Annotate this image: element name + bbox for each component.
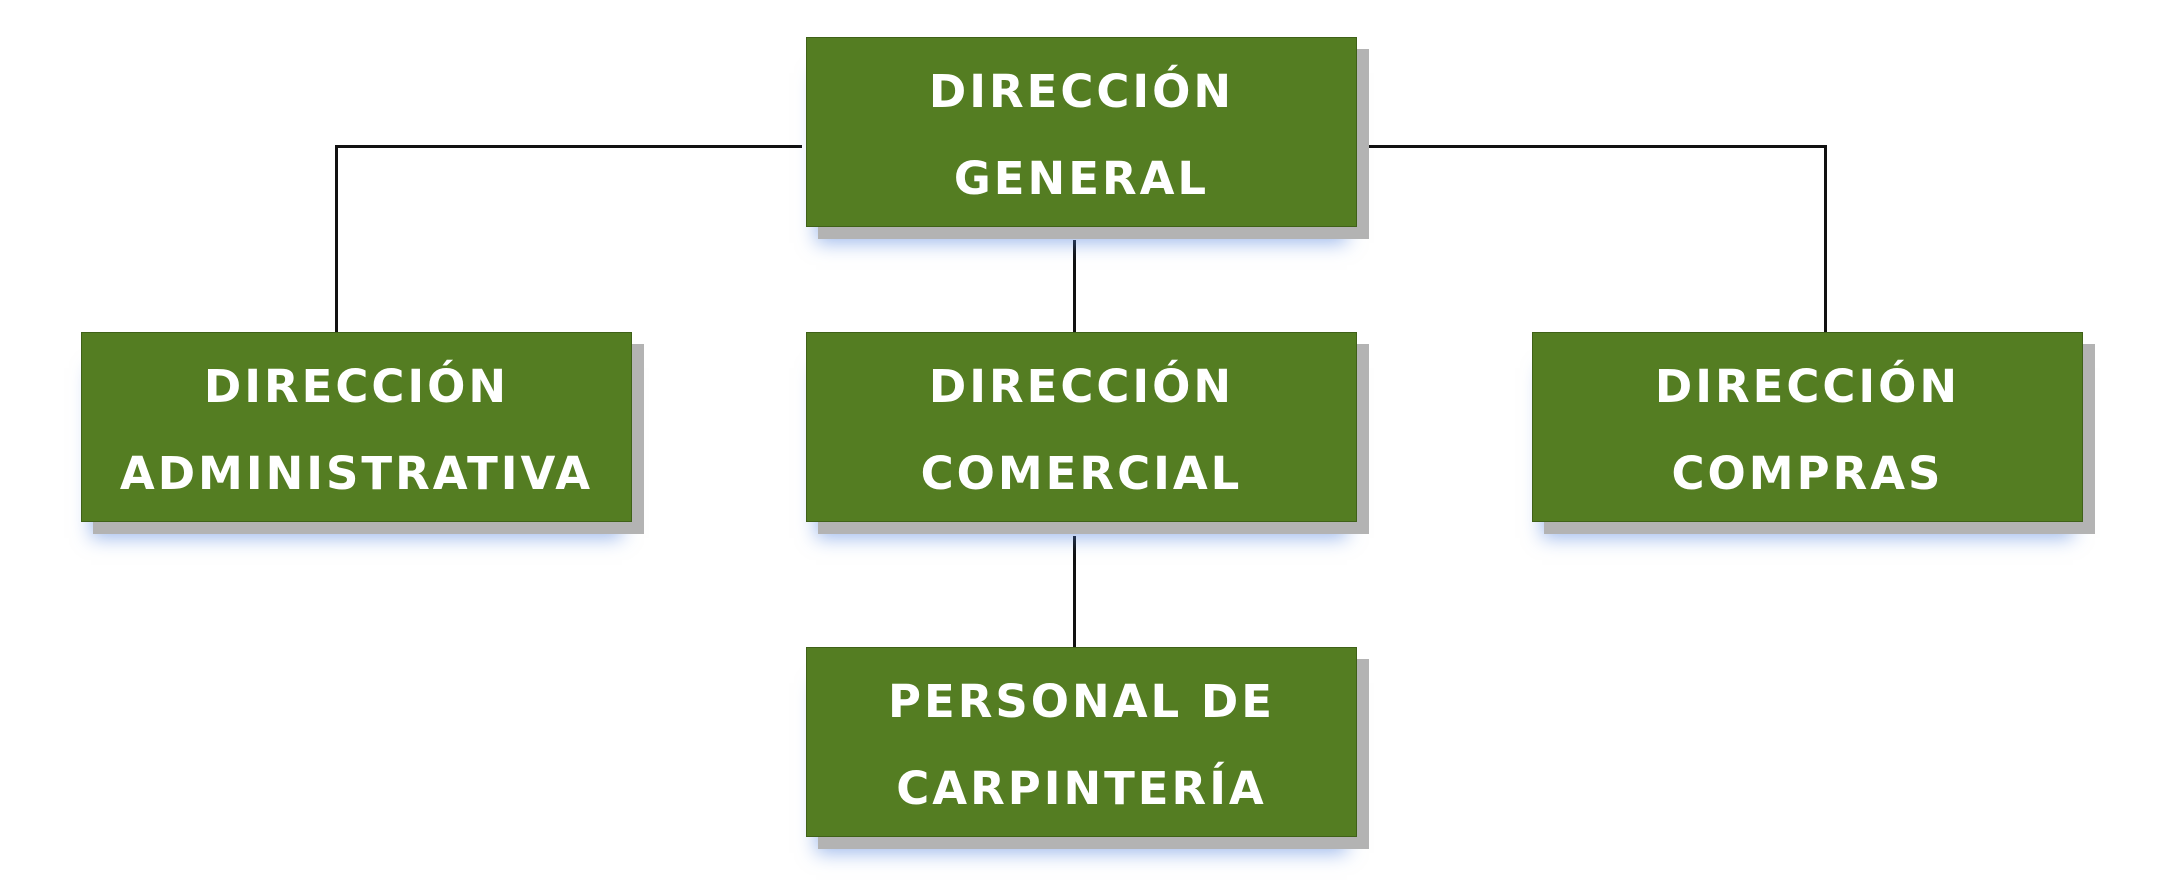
node-direccion-general-line1: DIRECCIÓN	[928, 65, 1235, 118]
node-direccion-administrativa-line2: ADMINISTRATIVA	[119, 447, 594, 500]
node-personal-de-carpinteria-line1: PERSONAL DE	[888, 675, 1275, 728]
connector-general-to-administrativa-horizontal	[336, 145, 802, 148]
node-direccion-administrativa: DIRECCIÓN ADMINISTRATIVA	[81, 332, 632, 522]
connector-comercial-to-carpinteria	[1073, 536, 1076, 647]
connector-general-to-administrativa-vertical	[335, 145, 338, 332]
node-direccion-compras-line1: DIRECCIÓN	[1654, 360, 1961, 413]
node-direccion-general-line2: GENERAL	[953, 152, 1210, 205]
connector-general-to-comercial	[1073, 240, 1076, 332]
node-direccion-compras-line2: COMPRAS	[1671, 447, 1944, 500]
node-direccion-administrativa-line1: DIRECCIÓN	[203, 360, 510, 413]
node-direccion-comercial-line1: DIRECCIÓN	[928, 360, 1235, 413]
node-direccion-compras: DIRECCIÓN COMPRAS	[1532, 332, 2083, 522]
connector-general-to-compras-vertical	[1824, 145, 1827, 332]
connector-general-to-compras-horizontal	[1366, 145, 1826, 148]
node-personal-de-carpinteria-line2: CARPINTERÍA	[896, 762, 1267, 815]
node-direccion-comercial-line2: COMERCIAL	[920, 447, 1243, 500]
node-personal-de-carpinteria: PERSONAL DE CARPINTERÍA	[806, 647, 1357, 837]
node-direccion-comercial: DIRECCIÓN COMERCIAL	[806, 332, 1357, 522]
node-direccion-general: DIRECCIÓN GENERAL	[806, 37, 1357, 227]
